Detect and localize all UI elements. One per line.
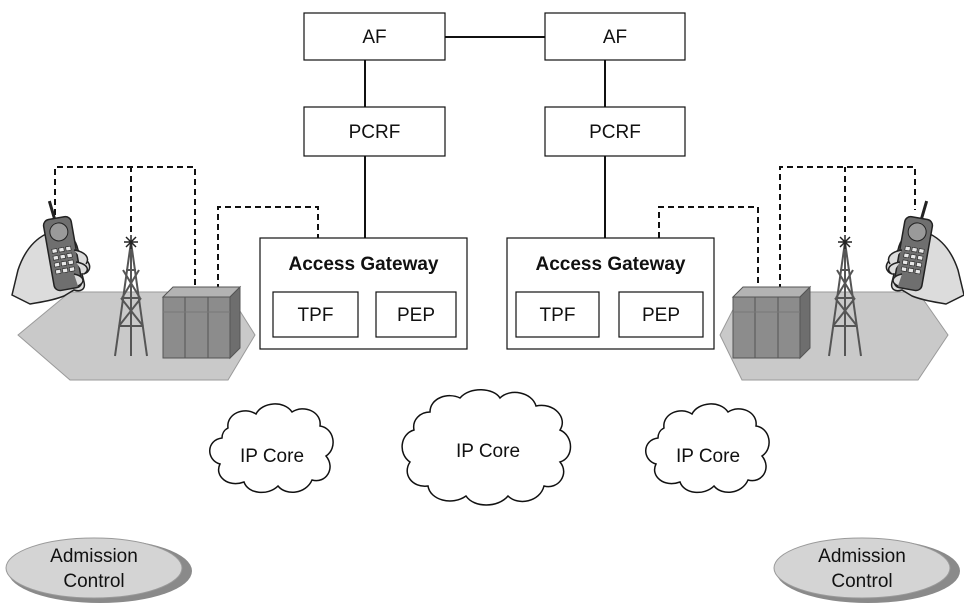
admission-left-line1: Admission — [50, 546, 138, 567]
ip-core-center-label: IP Core — [456, 441, 520, 462]
admission-right-line2: Control — [831, 571, 892, 592]
dashed-connectors — [54, 166, 916, 290]
solid-connectors — [364, 36, 606, 238]
dashed-equipment-gateway-left — [217, 206, 319, 290]
pep-right-label: PEP — [642, 305, 680, 326]
cloud-icon — [401, 389, 572, 506]
network-equipment-icon — [161, 285, 242, 360]
hand-phone-icon — [11, 200, 91, 305]
admission-right-line1: Admission — [818, 546, 906, 567]
tpf-box-right — [515, 291, 600, 338]
network-equipment-icon — [731, 285, 812, 360]
ip-core-cloud-right: IP Core — [645, 403, 770, 494]
admission-control-right: Admission Control — [773, 537, 960, 603]
access-gateway-left: Access Gateway TPF PEP — [259, 237, 468, 350]
pep-box-left — [375, 291, 457, 338]
admission-control-left: Admission Control — [5, 537, 192, 603]
ip-core-cloud-left: IP Core — [209, 403, 334, 494]
af-box-left: AF — [303, 12, 446, 61]
radio-tower-icon — [828, 235, 862, 357]
pcrf-box-left: PCRF — [303, 106, 446, 157]
admission-left-line2: Control — [63, 571, 124, 592]
access-gateway-right: Access Gateway TPF PEP — [506, 237, 715, 350]
access-network-left — [11, 200, 256, 381]
pep-box-right — [618, 291, 704, 338]
cloud-icon — [209, 403, 334, 494]
hand-phone-icon — [885, 200, 964, 305]
radio-tower-icon — [114, 235, 148, 357]
af-box-right: AF — [544, 12, 686, 61]
ip-core-cloud-center: IP Core — [401, 389, 572, 506]
dashed-gateway-equipment-right — [658, 206, 759, 290]
ip-core-right-label: IP Core — [676, 446, 740, 467]
pcrf-box-right: PCRF — [544, 106, 686, 157]
ip-core-left-label: IP Core — [240, 446, 304, 467]
pcrf-right-label: PCRF — [589, 122, 641, 143]
dashed-equipment-phone-right — [779, 166, 916, 290]
gateway-left-title: Access Gateway — [289, 254, 439, 275]
af-right-label: AF — [603, 27, 627, 48]
tpf-box-left — [272, 291, 359, 338]
gateway-right-title: Access Gateway — [536, 254, 686, 275]
tpf-right-label: TPF — [540, 305, 576, 326]
tpf-left-label: TPF — [298, 305, 334, 326]
af-left-label: AF — [362, 27, 386, 48]
cloud-icon — [645, 403, 770, 494]
pcrf-left-label: PCRF — [349, 122, 401, 143]
access-network-right — [719, 200, 964, 381]
pep-left-label: PEP — [397, 305, 435, 326]
